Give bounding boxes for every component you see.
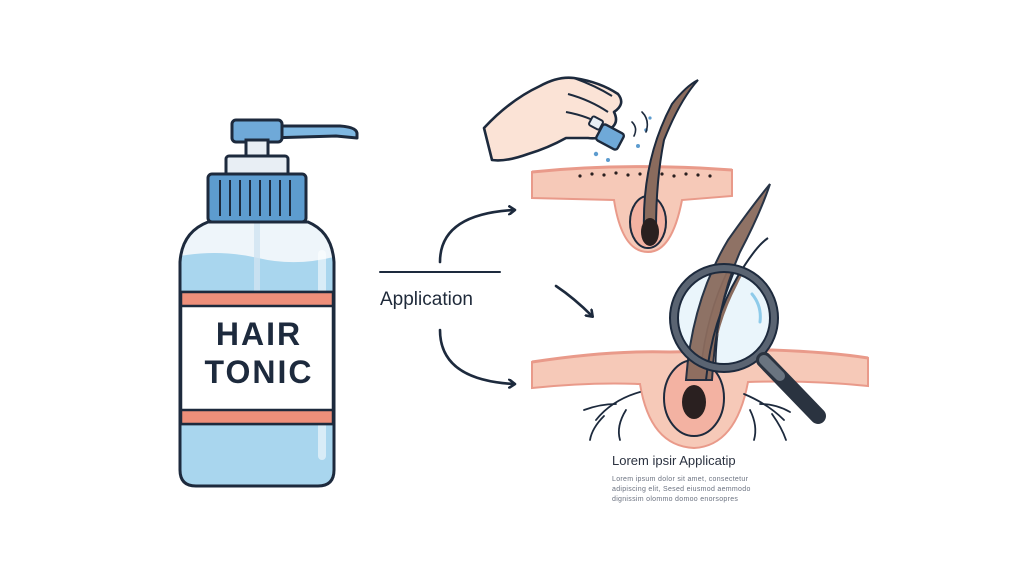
arrow-icon-middle — [554, 284, 592, 316]
hair-strand-thin — [705, 237, 769, 381]
pump-bottle-icon — [178, 118, 359, 488]
blood-vessels-left — [583, 391, 641, 441]
magnifier-icon — [669, 183, 826, 424]
follicle-bulb-top — [641, 218, 659, 246]
caption-line: Lorem ipsum dolor sit amet, consectetur — [612, 476, 749, 483]
label-stripe-top — [179, 290, 335, 308]
cap-ridges — [219, 180, 291, 216]
bottle-cap — [206, 172, 308, 224]
arrow-icon-down — [438, 328, 514, 384]
dip-tube — [254, 222, 260, 322]
flow-arrows — [379, 210, 592, 384]
skin-pores-top — [578, 171, 712, 178]
application-label: Application — [380, 289, 473, 310]
hair-shaft-top — [642, 79, 699, 231]
pump-nozzle — [266, 124, 359, 140]
dropper-icon — [588, 115, 625, 151]
hand-icon — [482, 76, 623, 162]
label-stripe-bottom — [179, 408, 335, 426]
hair-shaft-growing — [684, 183, 771, 381]
bottle-label-line1: HAIR — [215, 316, 303, 352]
arrow-icon-up — [438, 210, 514, 264]
motion-lines — [631, 111, 649, 137]
scalp-section-top — [531, 79, 733, 254]
caption-line: adipiscing elit, Sesed eiusmod aemmodo — [612, 486, 751, 493]
magnifier-lens — [670, 264, 778, 372]
caption-line: dignissim olommo domoo enorsopres — [612, 496, 739, 503]
follicle-bulb-bottom — [682, 385, 706, 419]
blood-vessels-right — [743, 393, 791, 441]
caption-title: Lorem ipsir Applicatip — [612, 453, 736, 468]
bottle-label-line2: TONIC — [204, 354, 314, 390]
